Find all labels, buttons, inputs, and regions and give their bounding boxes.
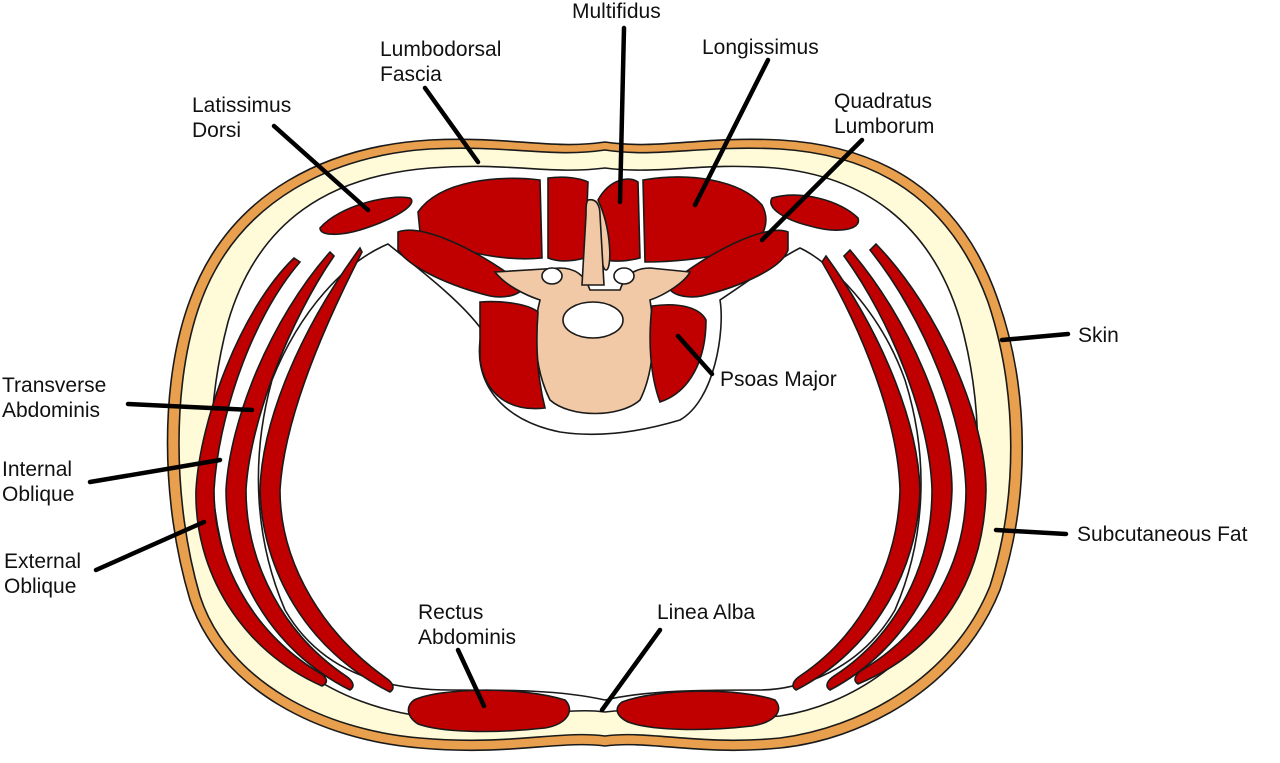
longissimus-muscle [642,176,767,263]
leader-skin [999,331,1071,343]
quadratus-lumborum-right [668,229,789,298]
label-linea-alba: Linea Alba [657,601,755,624]
leader-psoas-major [675,333,715,377]
internal-oblique-left [225,250,354,691]
spinous-process [581,198,605,286]
transverse-abdominis-left [259,246,394,693]
label-transverse-abdominis: Transverse Abdominis [2,374,112,422]
abdominal-cavity [257,243,922,701]
leader-lumbodorsal-fascia [422,85,481,165]
label-skin: Skin [1078,324,1119,347]
label-internal-oblique: Internal Oblique [2,458,78,506]
facet-right [613,267,635,285]
leader-longissimus [692,57,771,208]
rectus-abdominis-left [407,689,571,733]
label-latissimus-dorsi: Latissimus Dorsi [192,94,297,142]
leader-linea-alba [599,627,663,713]
latissimus-dorsi-left [319,196,413,236]
leader-internal-oblique [87,457,223,485]
psoas-major-right [649,304,707,404]
label-rectus-abdominis: Rectus Abdominis [418,601,516,649]
quadratus-lumborum-left [397,229,524,298]
label-lumbodorsal-fascia: Lumbodorsal Fascia [380,38,507,86]
leader-subcutaneous-fat [993,527,1069,537]
external-oblique-left [195,256,328,687]
vertebral-foramen [562,301,624,339]
internal-oblique-right [826,248,953,691]
label-psoas-major: Psoas Major [720,368,837,391]
facet-left [541,267,563,285]
latissimus-dorsi-right [770,194,860,231]
leader-latissimus-dorsi [271,123,371,213]
leader-quadratus-lumborum [759,137,865,243]
label-longissimus: Longissimus [702,36,819,59]
transverse-abdominis-right [792,254,921,691]
label-subcutaneous-fat: Subcutaneous Fat [1077,523,1248,546]
leader-transverse-abdominis [125,401,255,413]
psoas-major-left [479,300,546,410]
leader-external-oblique [93,519,207,573]
leader-multifidus [617,25,627,205]
leader-lines [87,25,1071,713]
leader-rectus-abdominis [455,647,487,709]
labels: Multifidus Lumbodorsal Fascia Longissimu… [2,0,1248,649]
external-oblique-right [854,242,987,685]
label-multifidus: Multifidus [572,0,661,23]
rectus-abdominis-right [616,690,780,731]
label-quadratus-lumborum: Quadratus Lumborum [834,90,938,138]
multifidus-left [547,176,589,262]
label-external-oblique: External Oblique [4,550,87,598]
